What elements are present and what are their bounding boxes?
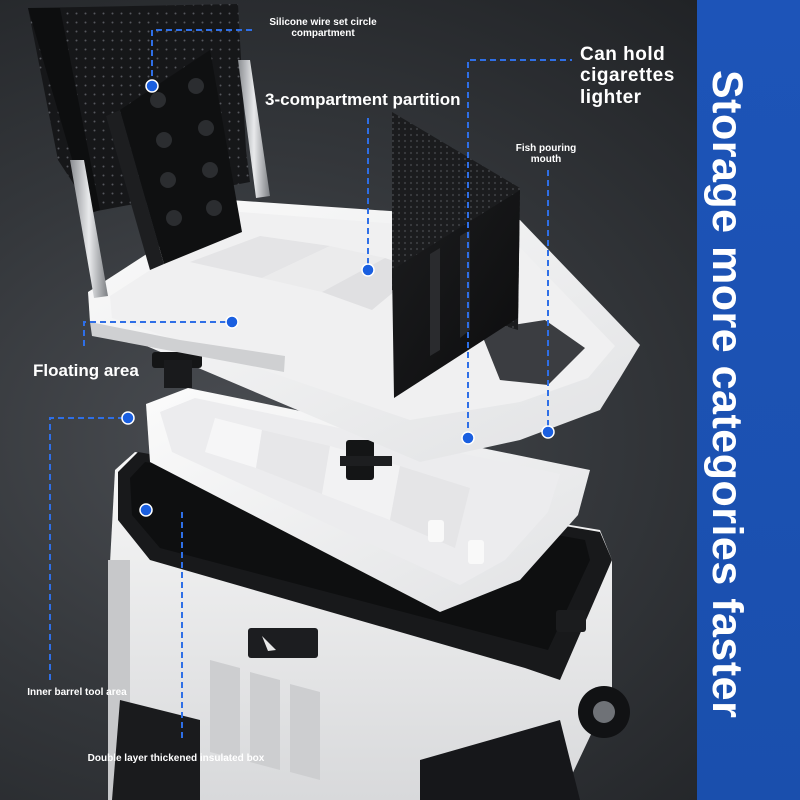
marker-partition — [361, 263, 375, 277]
marker-floating — [225, 315, 239, 329]
callout-silicone: Silicone wire set circle compartment — [269, 17, 377, 39]
leader-silicone — [151, 29, 256, 86]
callout-markers — [121, 79, 555, 517]
marker-silicone — [145, 79, 159, 93]
marker-double — [139, 503, 153, 517]
marker-cigarettes — [461, 431, 475, 445]
side-banner: Storage more categories faster — [697, 0, 800, 800]
callout-floating: Floating area — [33, 361, 139, 380]
callout-fish: Fish pouring mouth — [515, 143, 577, 165]
callout-leaders — [49, 29, 572, 742]
leader-floating — [83, 321, 232, 346]
marker-inner — [121, 411, 135, 425]
callout-cigarettes: Can hold cigarettes lighter — [580, 44, 675, 108]
callout-partition: 3-compartment partition — [265, 90, 461, 109]
lid-panel — [28, 4, 270, 298]
leader-cigarettes — [467, 59, 572, 438]
middle-tray — [146, 388, 590, 612]
leader-inner — [49, 417, 128, 680]
banner-headline: Storage more categories faster — [703, 70, 751, 719]
marker-fish — [541, 425, 555, 439]
callout-double: Double layer thickened insulated box — [87, 753, 265, 764]
callout-inner: Inner barrel tool area — [27, 687, 127, 698]
